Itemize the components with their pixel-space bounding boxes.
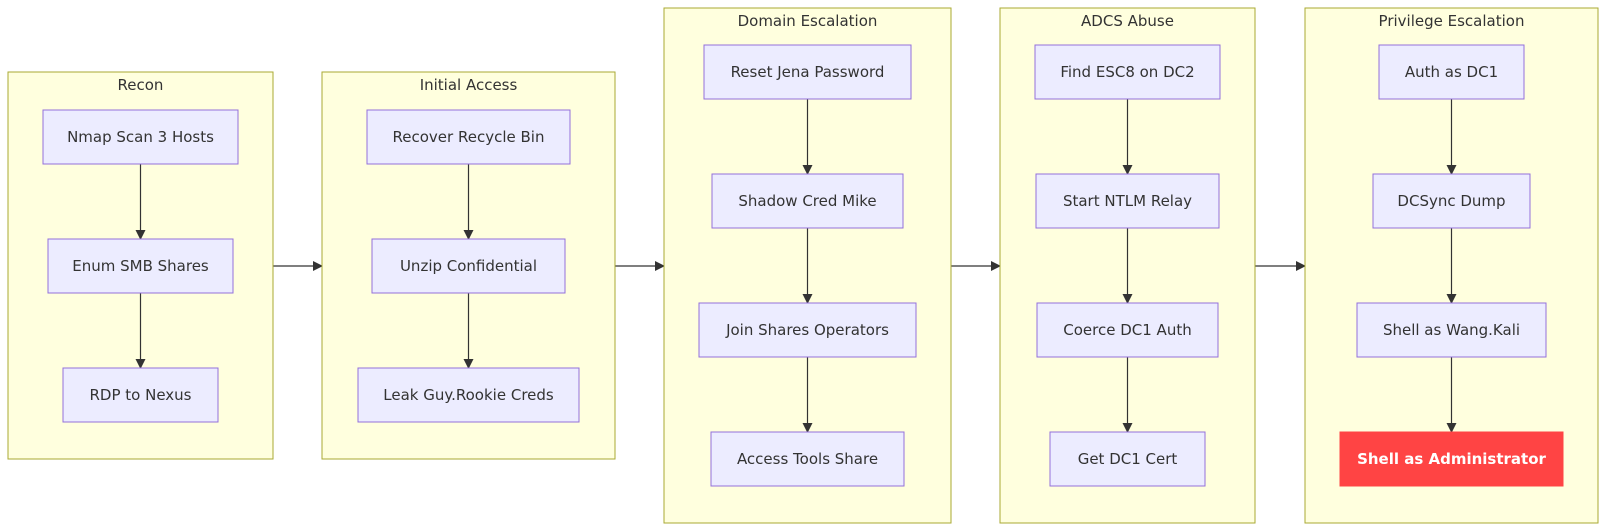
node-label: Join Shares Operators bbox=[725, 321, 889, 339]
node-box bbox=[42, 109, 239, 165]
node-label: Get DC1 Cert bbox=[1078, 450, 1178, 468]
node-box bbox=[1372, 173, 1531, 229]
node-shadow-cred-mike[interactable]: Shadow Cred Mike bbox=[711, 173, 904, 229]
node-label: Leak Guy.Rookie Creds bbox=[383, 386, 554, 404]
node-enum-smb[interactable]: Enum SMB Shares bbox=[47, 238, 234, 294]
node-label: Recover Recycle Bin bbox=[393, 128, 545, 146]
node-label: Shell as Administrator bbox=[1357, 450, 1546, 468]
node-label: Start NTLM Relay bbox=[1063, 192, 1192, 210]
node-box bbox=[371, 238, 566, 294]
node-label: Auth as DC1 bbox=[1405, 63, 1498, 81]
cluster-adcs-abuse: ADCS Abuse Find ESC8 on DC2 Start NTLM R… bbox=[999, 7, 1256, 524]
node-label: RDP to Nexus bbox=[90, 386, 192, 404]
node-shell-as-administrator[interactable]: Shell as Administrator bbox=[1339, 431, 1564, 487]
cluster-recon: Recon Nmap Scan 3 Hosts Enum SMB Shares … bbox=[7, 71, 274, 460]
node-shell-as-wang-kali[interactable]: Shell as Wang.Kali bbox=[1356, 302, 1547, 358]
node-nmap-scan[interactable]: Nmap Scan 3 Hosts bbox=[42, 109, 239, 165]
node-box bbox=[357, 367, 580, 423]
node-leak-creds[interactable]: Leak Guy.Rookie Creds bbox=[357, 367, 580, 423]
cluster-title: Recon bbox=[118, 76, 164, 94]
node-box bbox=[1378, 44, 1525, 100]
node-label: Coerce DC1 Auth bbox=[1063, 321, 1191, 339]
node-box bbox=[1356, 302, 1547, 358]
node-box bbox=[1036, 302, 1219, 358]
node-label: Enum SMB Shares bbox=[72, 257, 209, 275]
node-box bbox=[1034, 44, 1221, 100]
node-label: Shell as Wang.Kali bbox=[1383, 321, 1520, 339]
node-box bbox=[710, 431, 905, 487]
cluster-privilege-escalation: Privilege Escalation Auth as DC1 DCSync … bbox=[1304, 7, 1599, 524]
node-get-dc1-cert[interactable]: Get DC1 Cert bbox=[1049, 431, 1206, 487]
cluster-domain-escalation: Domain Escalation Reset Jena Password Sh… bbox=[663, 7, 952, 524]
node-coerce-dc1-auth[interactable]: Coerce DC1 Auth bbox=[1036, 302, 1219, 358]
cluster-initial-access: Initial Access Recover Recycle Bin Unzip… bbox=[321, 71, 616, 460]
node-box bbox=[62, 367, 219, 423]
cluster-title: Initial Access bbox=[420, 76, 518, 94]
node-label: Shadow Cred Mike bbox=[738, 192, 876, 210]
node-box bbox=[47, 238, 234, 294]
node-label: Find ESC8 on DC2 bbox=[1060, 63, 1194, 81]
node-start-ntlm-relay[interactable]: Start NTLM Relay bbox=[1035, 173, 1220, 229]
node-label: Unzip Confidential bbox=[400, 257, 537, 275]
node-reset-jena-password[interactable]: Reset Jena Password bbox=[703, 44, 912, 100]
node-dcsync-dump[interactable]: DCSync Dump bbox=[1372, 173, 1531, 229]
node-join-shares-operators[interactable]: Join Shares Operators bbox=[698, 302, 917, 358]
node-box bbox=[1049, 431, 1206, 487]
node-box bbox=[1339, 431, 1564, 487]
node-access-tools-share[interactable]: Access Tools Share bbox=[710, 431, 905, 487]
cluster-title: ADCS Abuse bbox=[1081, 12, 1174, 30]
cluster-title: Privilege Escalation bbox=[1379, 12, 1525, 30]
node-label: Nmap Scan 3 Hosts bbox=[67, 128, 214, 146]
node-rdp-nexus[interactable]: RDP to Nexus bbox=[62, 367, 219, 423]
node-auth-as-dc1[interactable]: Auth as DC1 bbox=[1378, 44, 1525, 100]
node-label: Reset Jena Password bbox=[731, 63, 885, 81]
node-unzip-confidential[interactable]: Unzip Confidential bbox=[371, 238, 566, 294]
node-box bbox=[711, 173, 904, 229]
node-recover-recycle-bin[interactable]: Recover Recycle Bin bbox=[366, 109, 571, 165]
cluster-title: Domain Escalation bbox=[738, 12, 878, 30]
node-box bbox=[366, 109, 571, 165]
node-label: DCSync Dump bbox=[1397, 192, 1505, 210]
node-label: Access Tools Share bbox=[737, 450, 878, 468]
node-box bbox=[1035, 173, 1220, 229]
node-box bbox=[698, 302, 917, 358]
node-find-esc8[interactable]: Find ESC8 on DC2 bbox=[1034, 44, 1221, 100]
node-box bbox=[703, 44, 912, 100]
